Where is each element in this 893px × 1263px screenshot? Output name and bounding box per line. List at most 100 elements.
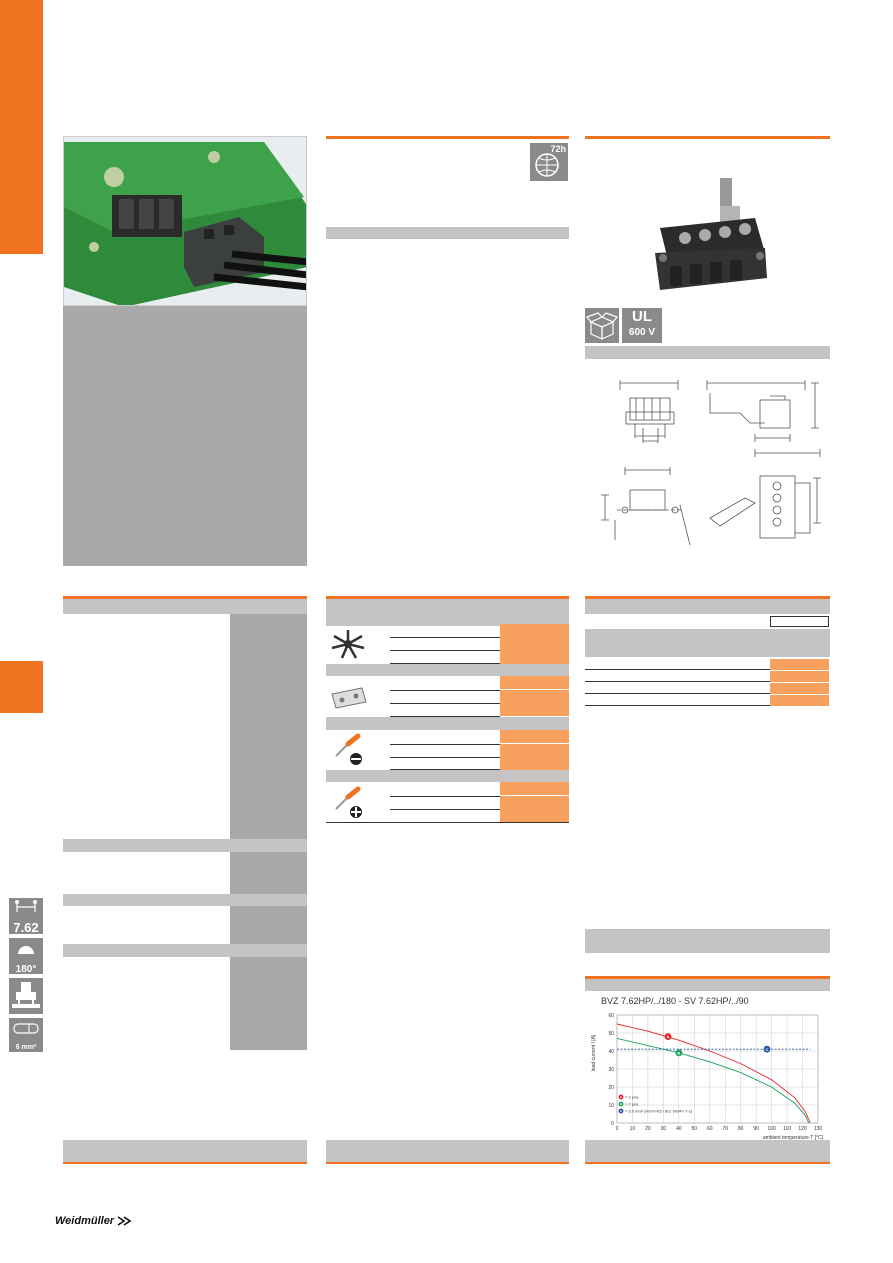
accessory-row-line — [390, 757, 500, 758]
packaging-icon — [585, 308, 619, 343]
ordering-subheader — [326, 227, 569, 239]
series-marker-1 — [675, 1049, 683, 1057]
accessory-order-cell — [500, 690, 569, 703]
ordering-data-header — [585, 599, 830, 614]
legend-label-2: = 6.0 mm² (H07V-K5 / IEC 60947-7-1) — [625, 1109, 693, 1114]
accessory-screwdriver-flat-icon — [330, 732, 370, 768]
x-tick-label: 90 — [753, 1126, 759, 1132]
y-tick-label: 30 — [608, 1067, 614, 1073]
ul-600v-badge: UL 600 V — [622, 308, 662, 343]
accessory-group-sep-3 — [326, 717, 569, 730]
tech-data-header-4 — [63, 944, 307, 957]
accessory-order-cell — [500, 809, 569, 822]
accessory-row-line — [390, 769, 500, 770]
dimension-drawing-side — [705, 378, 825, 463]
legend-marker-1 — [618, 1101, 624, 1107]
x-tick-label: 100 — [767, 1126, 776, 1132]
accessory-row-line — [326, 822, 569, 823]
ordering-header — [326, 136, 569, 139]
connector-image — [655, 178, 770, 308]
accessory-coding-element-icon — [326, 626, 371, 662]
delivery-72h-label: 72h — [550, 144, 566, 154]
chart-legend: A= 2 pos.B= 7 pos.C= 6.0 mm² (H07V-K5 / … — [618, 1094, 693, 1114]
tech-data-values-4 — [230, 957, 307, 1050]
chart-xlabel: ambient temperature T [°C] — [763, 1135, 824, 1141]
ordering-data-input-box — [770, 616, 829, 627]
ordering-row-line — [585, 705, 770, 706]
ordering-row-line — [585, 681, 770, 682]
y-tick-label: 20 — [608, 1085, 614, 1091]
tech-data-header — [63, 599, 307, 614]
footer-bar-right — [585, 1140, 830, 1164]
legend-marker-label-0: A — [620, 1095, 623, 1099]
legend-label-0: = 2 pos. — [625, 1095, 639, 1100]
accessory-row-line — [390, 716, 500, 717]
dimension-drawing-iso — [705, 468, 825, 548]
accessory-row-line — [390, 744, 500, 745]
accessory-row-line — [390, 637, 500, 638]
logo-mark-icon — [117, 1216, 132, 1226]
accessory-order-cell — [500, 651, 569, 664]
accessory-order-cell — [500, 730, 569, 743]
dimension-drawing-bottom — [595, 465, 695, 550]
x-tick-label: 120 — [798, 1126, 807, 1132]
y-tick-label: 40 — [608, 1049, 614, 1055]
accessories-header — [326, 599, 569, 622]
series-line-1 — [616, 1037, 810, 1124]
series-marker-2 — [763, 1045, 771, 1053]
series-marker-label-1: B — [677, 1050, 680, 1055]
legend-marker-label-1: B — [620, 1102, 623, 1106]
y-tick-label: 60 — [608, 1013, 614, 1019]
accessory-row-line — [390, 650, 500, 651]
accessory-row-line — [390, 809, 500, 810]
tech-data-values-2 — [230, 852, 307, 894]
x-tick-label: 110 — [783, 1126, 791, 1132]
chart-series: ABC — [616, 1023, 811, 1124]
ul-voltage-label: 600 V — [628, 327, 656, 338]
ordering-order-cell — [770, 695, 829, 706]
series-marker-label-2: C — [766, 1047, 769, 1052]
tech-data-values-3 — [230, 906, 307, 944]
accessory-group-sep-4 — [326, 770, 569, 782]
ordering-order-cell — [770, 683, 829, 694]
derating-header — [585, 979, 830, 991]
accessory-group-sep-2 — [326, 664, 569, 676]
tech-data-header-3 — [63, 894, 307, 906]
footer-bar-middle — [326, 1140, 569, 1164]
accessory-order-cell — [500, 782, 569, 795]
accessory-order-cell — [500, 703, 569, 716]
accessory-order-cell — [500, 624, 569, 638]
accessory-row-line — [390, 690, 500, 691]
x-tick-label: 50 — [692, 1126, 698, 1132]
pitch-label: 7.62 — [13, 920, 39, 935]
x-tick-label: 20 — [645, 1126, 651, 1132]
ordering-data-header-line — [585, 596, 830, 599]
x-tick-label: 70 — [722, 1126, 728, 1132]
side-bar-section — [0, 661, 43, 713]
ordering-order-cell — [770, 659, 829, 670]
accessory-screwdriver-phillips-icon — [330, 785, 370, 821]
accessory-order-cell — [500, 757, 569, 770]
angle-icon: 180° — [9, 938, 43, 975]
chart-grid — [616, 1014, 819, 1124]
x-tick-label: 60 — [707, 1126, 713, 1132]
ordering-order-cell — [770, 671, 829, 682]
accessory-order-cell — [500, 638, 569, 651]
derating-header-line — [585, 976, 830, 979]
footer-bar-left — [63, 1140, 307, 1164]
x-tick-label: 40 — [676, 1126, 682, 1132]
tech-data-values-1 — [230, 614, 307, 839]
y-tick-label: 10 — [608, 1103, 614, 1109]
tech-data-header-line — [63, 596, 307, 599]
legend-label-1: = 7 pos. — [625, 1102, 639, 1107]
legend-marker-0 — [618, 1094, 624, 1100]
accessory-order-cell — [500, 744, 569, 757]
series-marker-0 — [664, 1033, 672, 1040]
x-tick-label: 0 — [616, 1126, 619, 1132]
ordering-data-columns — [585, 629, 830, 657]
legend-marker-2 — [618, 1108, 624, 1114]
accessory-group-sep-1 — [326, 622, 569, 626]
y-tick-label: 50 — [608, 1031, 614, 1037]
